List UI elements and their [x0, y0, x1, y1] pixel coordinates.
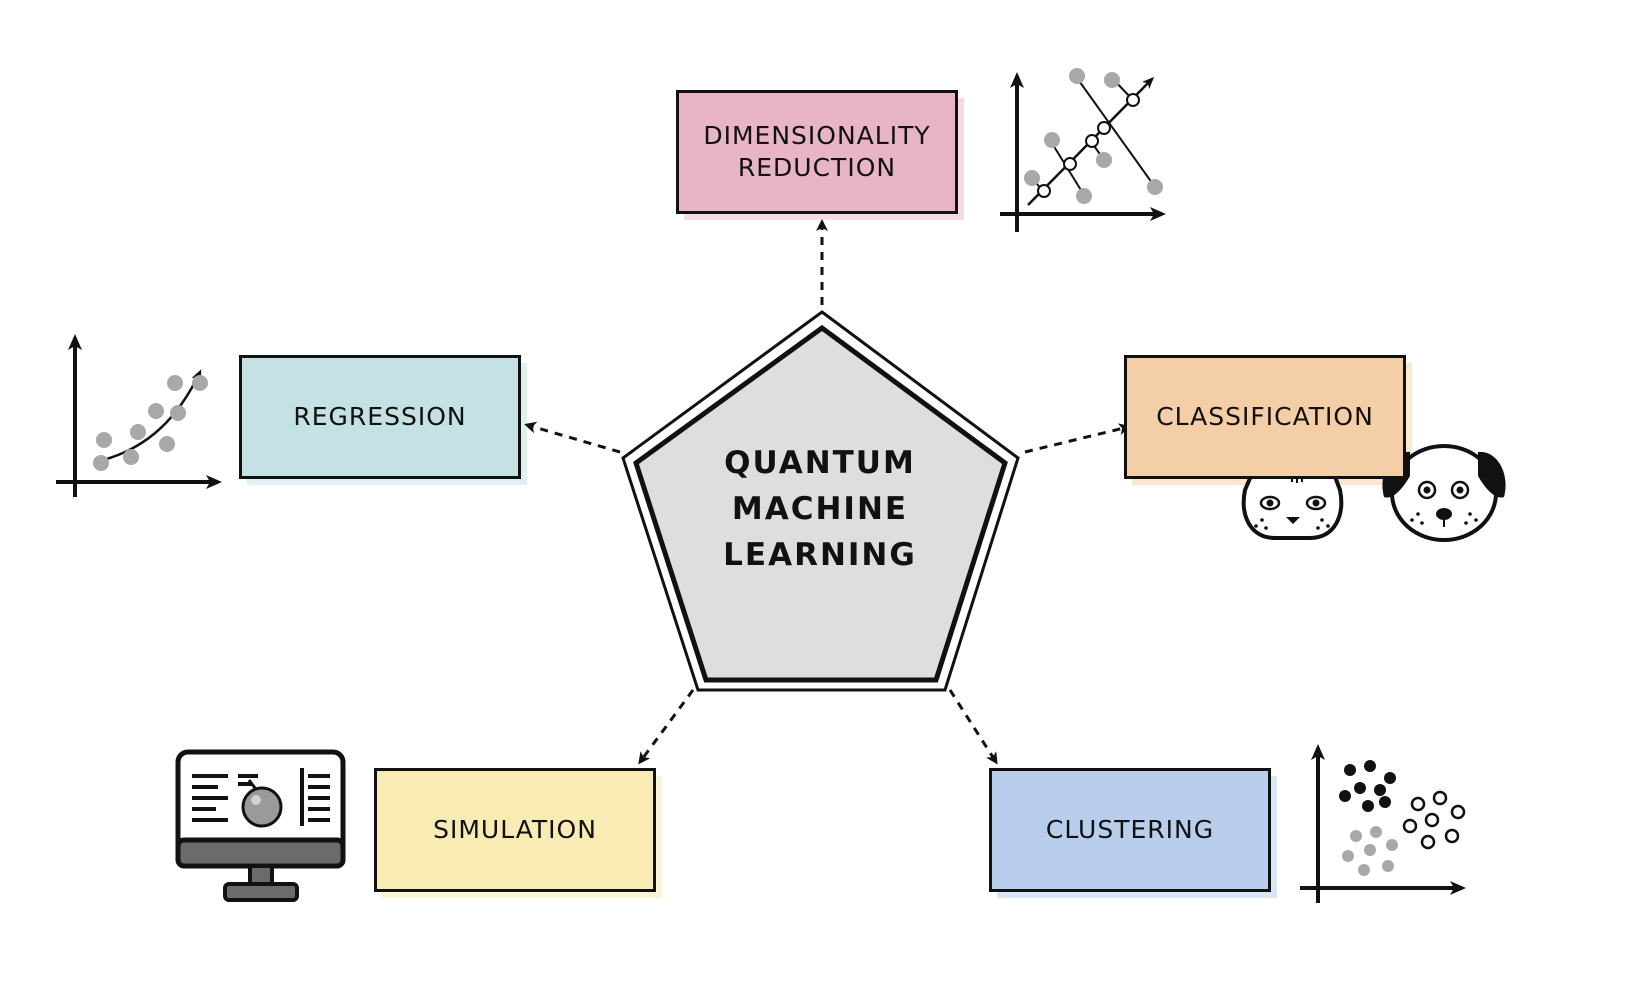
dimensionality-reduction-label: DIMENSIONALITY REDUCTION [703, 121, 931, 182]
classification-label: CLASSIFICATION [1156, 402, 1374, 431]
classification-box: CLASSIFICATION [1124, 355, 1406, 479]
clustering-label: CLUSTERING [1045, 815, 1215, 844]
connector-simulation [638, 689, 695, 765]
simulation-box: SIMULATION [374, 768, 656, 892]
cluster-plot-icon [1300, 744, 1466, 903]
dog-icon [1382, 444, 1506, 542]
regression-label: REGRESSION [293, 402, 467, 431]
connector-classification [1024, 423, 1131, 454]
clustering-box: CLUSTERING [989, 768, 1271, 892]
regression-box: REGRESSION [239, 355, 521, 479]
pca-plot-icon [1000, 68, 1166, 232]
regression-plot-icon [56, 334, 222, 497]
connector-clustering [948, 689, 998, 765]
connector-regression [524, 421, 621, 454]
dimensionality-reduction-box: DIMENSIONALITY REDUCTION [676, 90, 958, 214]
center-title: QUANTUM MACHINE LEARNING [723, 445, 917, 573]
simulation-label: SIMULATION [433, 815, 597, 844]
center-pentagon [633, 324, 1008, 683]
monitor-icon [175, 749, 346, 902]
